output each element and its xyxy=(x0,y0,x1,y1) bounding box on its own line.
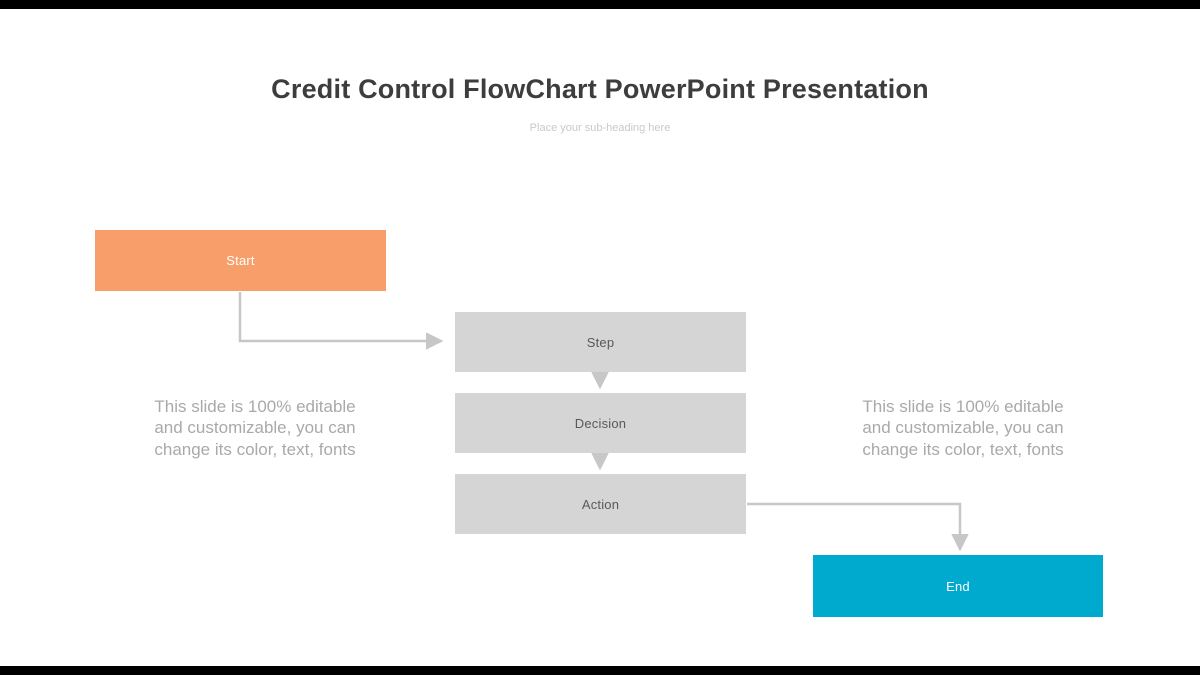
flow-node-start-label: Start xyxy=(226,253,255,268)
flow-node-step-label: Step xyxy=(586,334,615,350)
letterbox-bar-bottom xyxy=(0,666,1200,675)
letterbox-bar-top xyxy=(0,0,1200,9)
connector-action-to-end xyxy=(747,502,969,552)
slide-title: Credit Control FlowChart PowerPoint Pres… xyxy=(271,74,929,105)
flow-node-step: Step xyxy=(455,312,746,372)
flow-node-end-label: End xyxy=(946,578,970,594)
flow-node-end: End xyxy=(813,555,1103,617)
editable-note-left: This slide is 100% editable and customiz… xyxy=(154,397,356,459)
flow-node-decision-label: Decision xyxy=(574,415,627,431)
flow-node-decision: Decision xyxy=(455,393,746,453)
flow-node-action: Action xyxy=(455,474,746,534)
flow-node-start: Start xyxy=(95,230,386,291)
connector-start-to-step xyxy=(238,292,444,350)
editable-note-right: This slide is 100% editable and customiz… xyxy=(862,397,1064,459)
flow-node-action-label: Action xyxy=(581,496,620,512)
slide-subheading: Place your sub-heading here xyxy=(529,122,671,134)
